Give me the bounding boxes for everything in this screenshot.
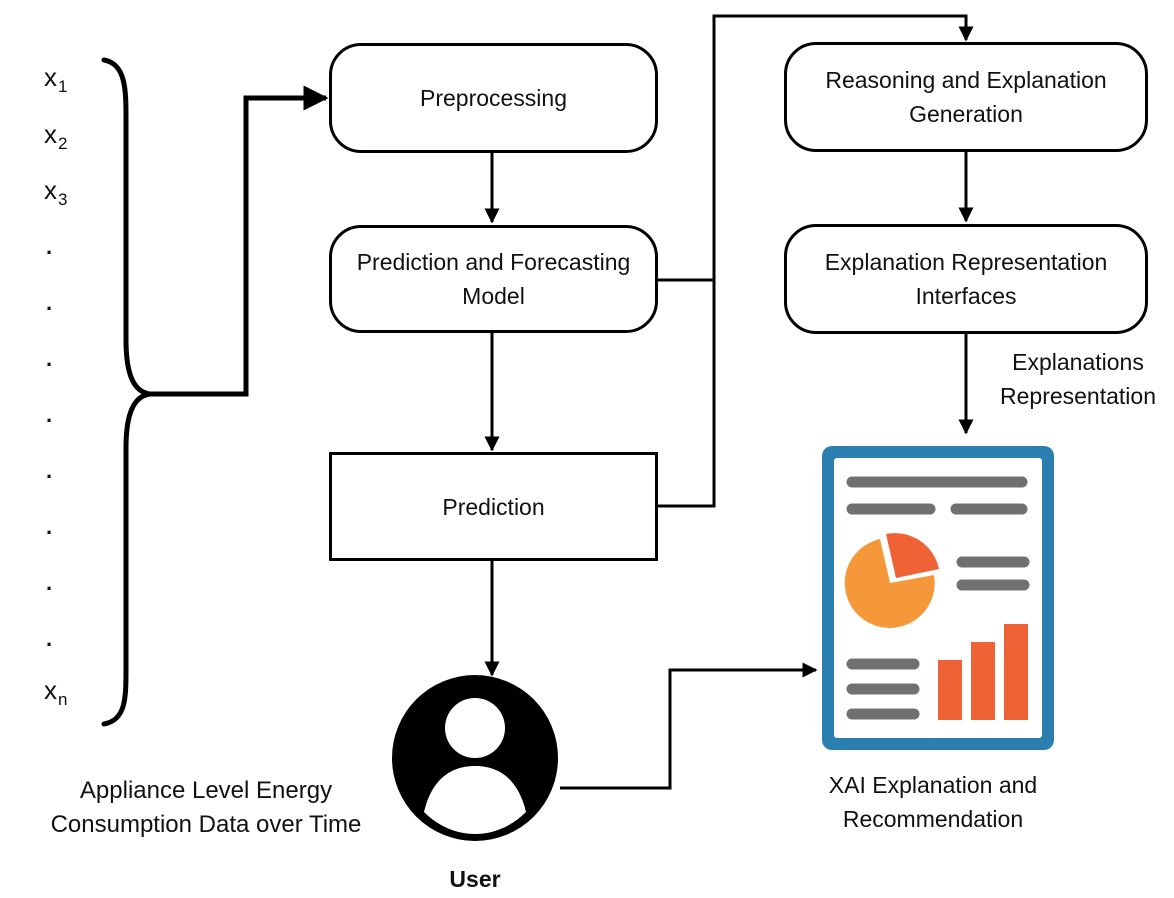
input-variable-xn: xn — [44, 675, 68, 709]
input-brace — [101, 57, 151, 727]
input-variable-x2: x2 — [44, 119, 68, 153]
report-bar — [938, 660, 962, 720]
report-dashboard-icon — [822, 446, 1054, 750]
ellipsis-dot: . — [46, 514, 53, 539]
inputs-caption: Appliance Level Energy Consumption Data … — [50, 777, 362, 838]
node-preprocessing-label: Preprocessing — [419, 85, 568, 111]
node-prediction: Prediction — [329, 452, 658, 561]
ellipsis-dot: . — [46, 402, 53, 427]
edge-prediction-to-reasoning — [658, 14, 974, 508]
user-label: User — [449, 866, 501, 892]
ellipsis-dot: . — [46, 234, 53, 259]
node-prediction-model: Prediction and Forecasting Model — [329, 225, 658, 333]
edge-user-to-report — [560, 662, 818, 790]
ellipsis-dot: . — [46, 626, 53, 651]
node-prediction-model-label: Prediction and Forecasting Model — [356, 249, 631, 309]
ellipsis-dot: . — [46, 570, 53, 595]
input-variable-x3: x3 — [44, 175, 68, 209]
node-interfaces: Explanation Representation Interfaces — [784, 224, 1148, 334]
node-interfaces-label: Explanation Representation Interfaces — [824, 249, 1108, 309]
ellipsis-dot: . — [46, 458, 53, 483]
report-bar — [971, 642, 995, 720]
user-avatar-icon — [392, 675, 558, 841]
pie-slice — [886, 533, 939, 578]
ellipsis-dot: . — [46, 346, 53, 371]
node-prediction-label: Prediction — [442, 493, 545, 520]
edge-label-explanations-representation: Explanations Representation — [1000, 349, 1156, 409]
report-bar — [1004, 624, 1028, 720]
edge-inputs-to-preprocessing — [150, 85, 329, 397]
input-variable-x1: x1 — [44, 62, 68, 96]
node-preprocessing: Preprocessing — [329, 43, 658, 153]
pie-main — [844, 539, 935, 628]
node-reasoning: Reasoning and Explanation Generation — [784, 42, 1148, 152]
report-caption: XAI Explanation and Recommendation — [828, 772, 1038, 832]
ellipsis-dot: . — [46, 290, 53, 315]
node-reasoning-label: Reasoning and Explanation Generation — [825, 67, 1107, 127]
